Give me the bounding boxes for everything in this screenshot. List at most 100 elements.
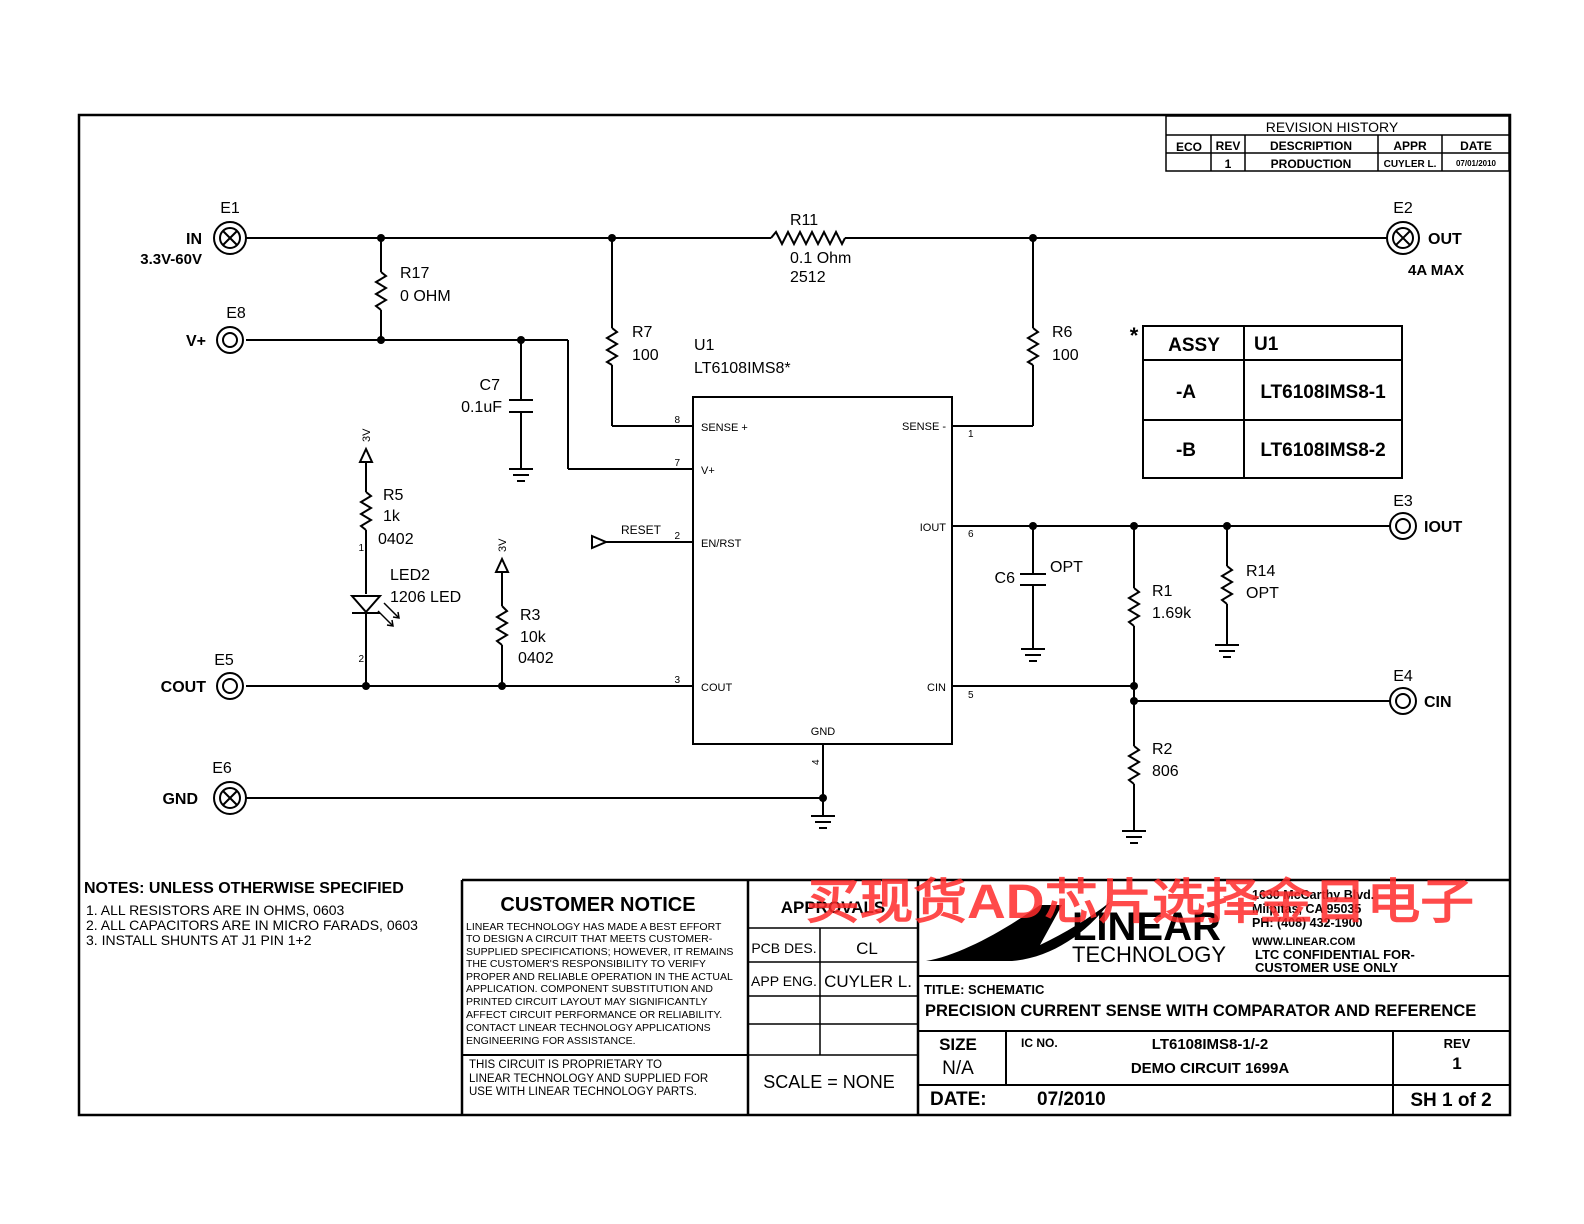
terminal-note: 4A MAX <box>1408 262 1464 279</box>
rev-row-date: 07/01/2010 <box>1456 159 1497 168</box>
notice-line: SUPPLIED SPECIFICATIONS; HOWEVER, IT REM… <box>466 946 733 958</box>
rev-row-appr: CUYLER L. <box>1384 159 1437 170</box>
scale-label: SCALE = NONE <box>763 1072 895 1092</box>
component-ref: C7 <box>480 377 501 394</box>
supply-3v-r3: 3V <box>494 538 510 573</box>
approvals: APPROVALS PCB DES. CL APP ENG. CUYLER L.… <box>751 898 912 1092</box>
component-ref: R5 <box>383 487 404 504</box>
supply-3v-r5: 3V <box>358 428 374 463</box>
resistor-zigzag-icon <box>495 605 509 646</box>
resistor-r6: R6 100 <box>1026 324 1079 366</box>
ic-body <box>692 396 953 745</box>
led-led2: LED2 1206 LED 2 <box>349 567 461 665</box>
component-value: 10k <box>520 629 547 646</box>
company-web: WWW.LINEAR.COM <box>1252 936 1355 948</box>
capacitor-c7: C7 0.1uF <box>461 377 533 416</box>
ground-symbols <box>509 468 1239 844</box>
component-package: 0402 <box>518 650 554 667</box>
notice-line: LINEAR TECHNOLOGY HAS MADE A BEST EFFORT <box>466 921 722 933</box>
assy-row-a-part: LT6108IMS8-1 <box>1260 382 1386 403</box>
component-ref: R11 <box>790 212 818 229</box>
notice-line: PROPER AND RELIABLE OPERATION IN THE ACT… <box>466 971 733 983</box>
component-ref: R17 <box>400 265 429 282</box>
component-value: OPT <box>1246 585 1279 602</box>
resistor-r17: R17 0 OHM <box>374 265 451 311</box>
terminal-name: IOUT <box>1424 519 1462 536</box>
ground-icon <box>1215 644 1239 658</box>
revision-history: REVISION HISTORY ECO REV DESCRIPTION APP… <box>1165 115 1510 172</box>
pin-number: 2 <box>358 654 364 665</box>
rev-header-description: DESCRIPTION <box>1270 139 1352 153</box>
pin-name-cin: CIN <box>927 682 946 694</box>
component-value: 100 <box>1052 347 1079 364</box>
resistor-r2: R2 806 <box>1127 741 1179 785</box>
resistor-zigzag-icon <box>770 229 846 247</box>
assy-header-u1: U1 <box>1254 334 1279 355</box>
resistor-zigzag-icon <box>374 271 388 311</box>
terminal-e1: E1 IN 3.3V-60V <box>140 200 247 268</box>
component-value: 0.1 Ohm <box>790 250 851 267</box>
terminal-cross-icon <box>1386 221 1420 255</box>
terminal-ring-icon <box>1389 512 1417 540</box>
component-ref: R2 <box>1152 741 1173 758</box>
terminal-e3: E3 IOUT <box>1389 493 1462 540</box>
company-address: 1630 McCarthy Blvd. <box>1252 888 1374 902</box>
reset-flag: RESET <box>591 523 662 550</box>
rev-header-eco: ECO <box>1176 140 1202 154</box>
supply-label: 3V <box>361 428 373 442</box>
pin-name-sense-minus: SENSE - <box>902 421 946 433</box>
drawing-title: PRECISION CURRENT SENSE WITH COMPARATOR … <box>925 1002 1476 1020</box>
wires <box>246 237 1390 830</box>
supply-arrow-icon <box>358 446 374 463</box>
input-flag-icon <box>591 534 609 550</box>
resistor-r1: R1 1.69k <box>1127 583 1192 627</box>
size-label: SIZE <box>939 1035 977 1054</box>
pin-number: 1 <box>358 543 364 554</box>
rev-value: 1 <box>1452 1054 1461 1073</box>
resistor-zigzag-icon <box>1127 587 1141 627</box>
terminal-note: 3.3V-60V <box>140 251 202 268</box>
terminal-ref: E5 <box>214 652 234 669</box>
approval-role: APP ENG. <box>751 973 817 989</box>
note-item: 2. ALL CAPACITORS ARE IN MICRO FARADS, 0… <box>86 917 418 933</box>
pin-num-6: 6 <box>968 529 974 540</box>
approval-name: CL <box>856 939 878 958</box>
terminal-name: OUT <box>1428 231 1462 248</box>
resistor-zigzag-icon <box>1127 745 1141 785</box>
notice-line: AFFECT CIRCUIT PERFORMANCE OR RELIABILIT… <box>466 1009 722 1021</box>
ground-icon <box>1122 830 1146 844</box>
sheet-border <box>77 113 1512 1117</box>
assy-row-b-part: LT6108IMS8-2 <box>1260 440 1385 461</box>
company-block: LINEAR TECHNOLOGY 1630 McCarthy Blvd. Mi… <box>926 888 1415 975</box>
rev-row-description: PRODUCTION <box>1271 157 1352 171</box>
terminal-ref: E4 <box>1393 668 1413 685</box>
component-package: 2512 <box>790 269 826 286</box>
assy-star: * <box>1130 323 1139 348</box>
customer-notice-title: CUSTOMER NOTICE <box>500 894 695 916</box>
confidential-note: CUSTOMER USE ONLY <box>1255 960 1398 975</box>
resistor-r7: R7 100 <box>605 324 659 366</box>
proprietary-line: LINEAR TECHNOLOGY AND SUPPLIED FOR <box>469 1073 708 1085</box>
title-block-grid <box>460 878 1510 1115</box>
pin-name-iout: IOUT <box>920 522 947 534</box>
component-ref: LED2 <box>390 567 430 584</box>
rev-header-date: DATE <box>1460 139 1492 153</box>
terminal-ref: E3 <box>1393 493 1413 510</box>
led-diode-icon <box>349 595 383 614</box>
terminal-e6: E6 GND <box>162 760 247 815</box>
pin-name-cout: COUT <box>701 682 732 694</box>
resistor-r3: R3 10k 0402 <box>495 605 554 667</box>
component-ref: R6 <box>1052 324 1073 341</box>
capacitor-c6: C6 OPT <box>995 559 1084 587</box>
terminal-ref: E8 <box>226 305 246 322</box>
component-ref: C6 <box>995 570 1016 587</box>
junction-dots <box>362 234 1231 802</box>
component-value: 0.1uF <box>461 399 502 416</box>
terminal-cross-icon <box>213 221 247 255</box>
proprietary-line: USE WITH LINEAR TECHNOLOGY PARTS. <box>469 1086 697 1098</box>
pin-num-1: 1 <box>968 429 974 440</box>
notice-line: APPLICATION. COMPONENT SUBSTITUTION AND <box>466 983 713 995</box>
ic-part: LT6108IMS8* <box>694 360 791 377</box>
proprietary-line: THIS CIRCUIT IS PROPRIETARY TO <box>469 1059 662 1071</box>
